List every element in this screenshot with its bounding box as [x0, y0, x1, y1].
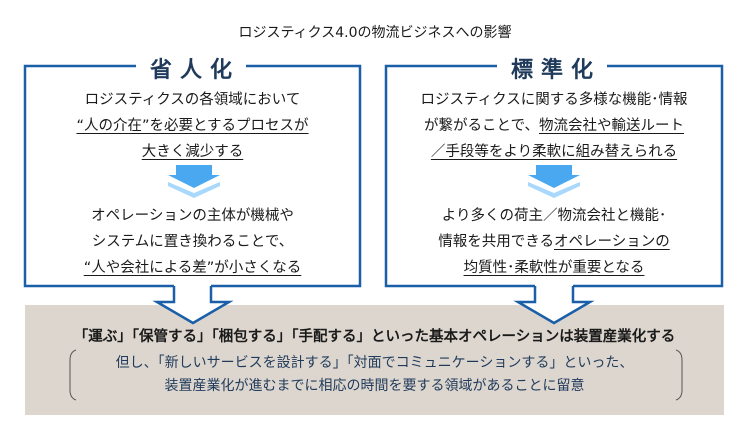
footer-note: 但し、「新しいサービスを設計する」「対面でコミュニケーションする」といった、 装… [25, 352, 724, 398]
right-bracket [675, 349, 683, 401]
underlined-text: 均質性･柔軟性が重要となる [463, 260, 645, 276]
left-top-text: ロジスティクスの各領域において “人の介在”を必要とするプロセスが 大きく減少す… [25, 87, 360, 165]
text-line: ロジスティクスの各領域において [84, 92, 301, 108]
footer-panel [25, 305, 724, 415]
text-span: 情報を共用できる [438, 234, 554, 250]
underlined-text: オペレーションの [554, 234, 670, 250]
text-line: ロジスティクスに関する多様な機能･情報 [420, 92, 688, 108]
text-line: より多くの荷主／物流会社と機能･ [441, 208, 667, 224]
right-chevron-icon [528, 165, 580, 198]
underlined-text: ／手段等をより柔軟に組み替えられる [430, 144, 678, 160]
left-chevron-icon [168, 165, 220, 198]
right-heading: 標準化 [497, 52, 608, 84]
text-span: が繋がることで、 [424, 118, 539, 134]
right-arrow [513, 286, 595, 325]
left-bracket [69, 349, 77, 401]
left-heading: 省人化 [136, 52, 247, 84]
note-line: 但し、「新しいサービスを設計する」「対面でコミュニケーションする」といった、 [115, 355, 634, 371]
underlined-text: 大きく減少する [141, 144, 244, 160]
underlined-text: “人や会社による差”が小さくなる [83, 260, 302, 276]
text-line: オペレーションの主体が機械や [91, 208, 294, 224]
left-arrow [152, 286, 234, 325]
left-bottom-text: オペレーションの主体が機械や システムに置き換わることで、 “人や会社による差”… [25, 203, 360, 281]
diagram-title: ロジスティクス4.0の物流ビジネスへの影響 [238, 25, 512, 41]
right-top-text: ロジスティクスに関する多様な機能･情報 が繋がることで、物流会社や輸送ルート ／… [386, 87, 722, 165]
underlined-text: “人の介在”を必要とするプロセスが [76, 118, 309, 134]
text-line: システムに置き換わることで、 [91, 234, 294, 250]
note-line: 装置産業化が進むまでに相応の時間を要する領域があることに留意 [164, 378, 585, 394]
underlined-text: 物流会社や輸送ルート [538, 118, 684, 134]
footer-main-text: 「運ぶ」「保管する」「梱包する」「手配する」といった基本オペレーションは装置産業… [73, 329, 676, 345]
right-bottom-text: より多くの荷主／物流会社と機能･ 情報を共用できるオペレーションの 均質性･柔軟… [386, 203, 722, 281]
